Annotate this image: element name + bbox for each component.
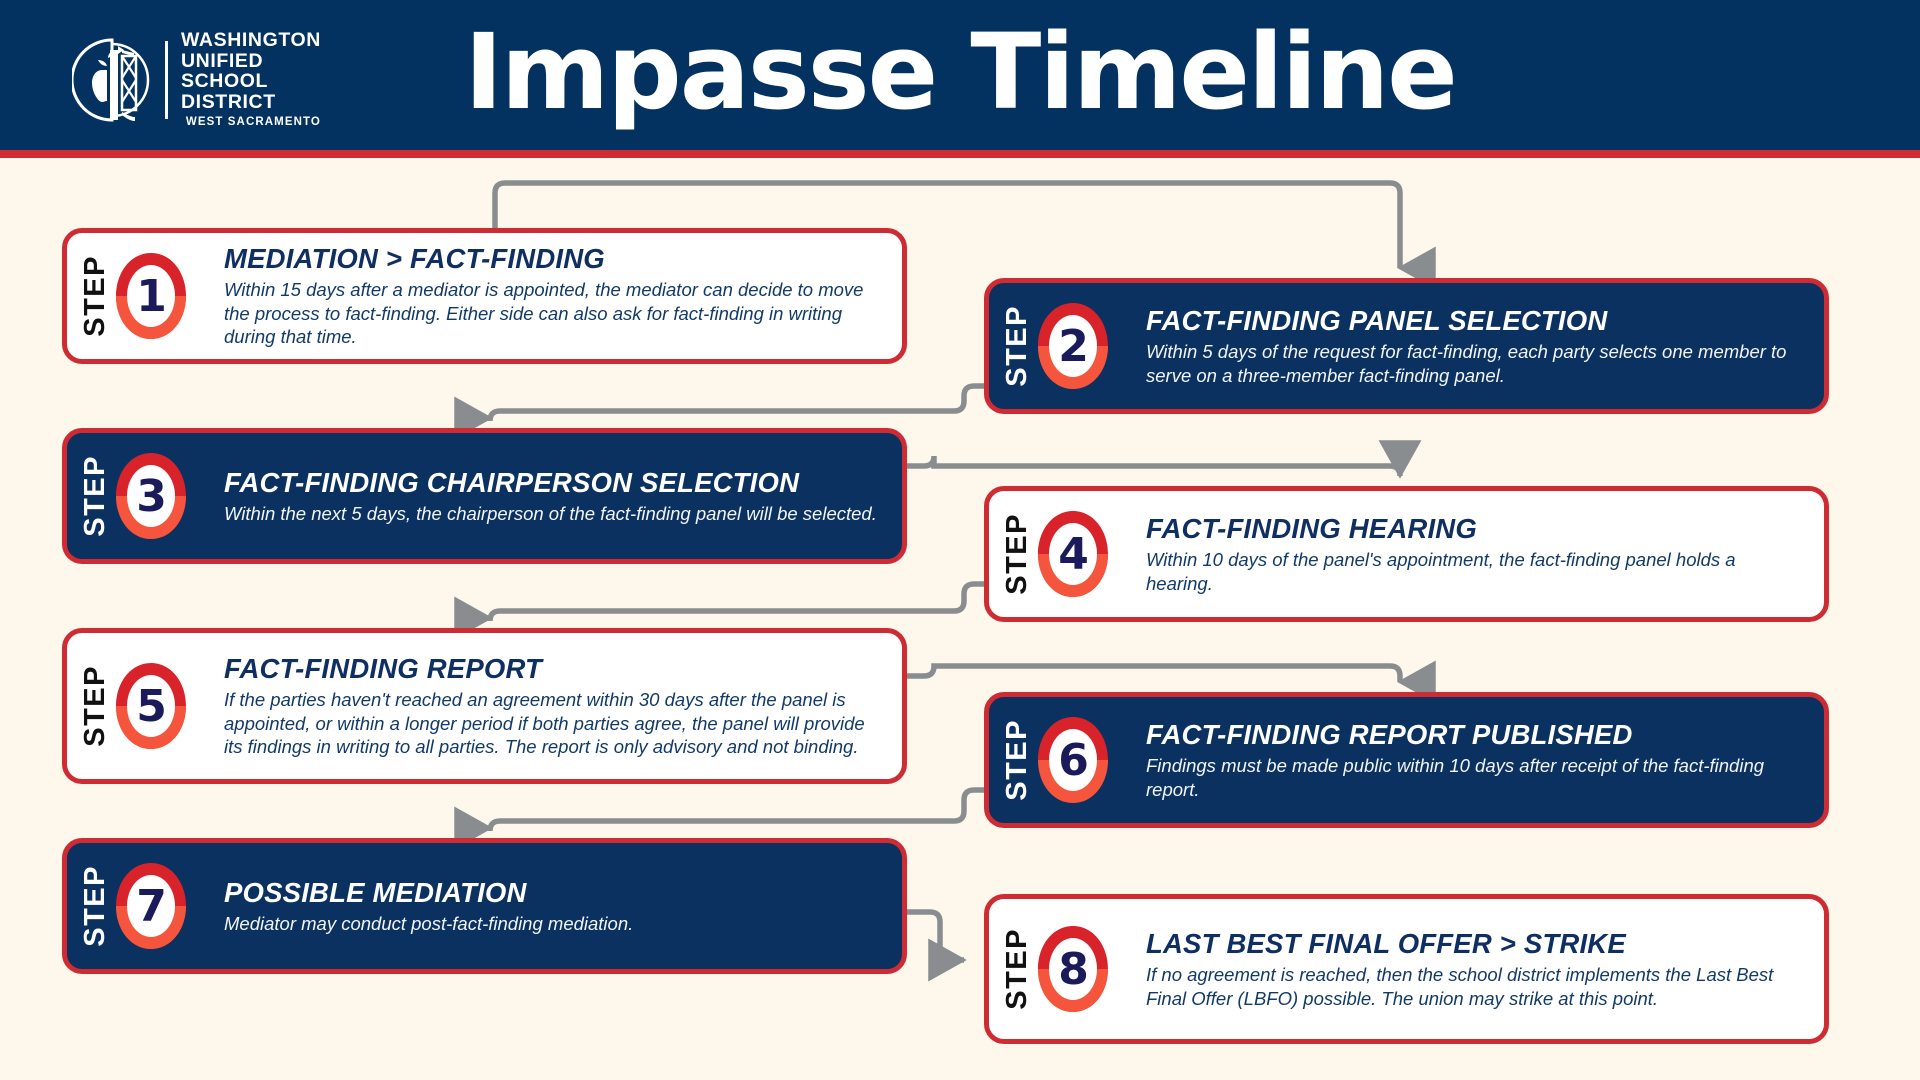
- connector-7-to-8: [907, 909, 967, 982]
- step-number-badge-5: 5: [114, 661, 210, 751]
- step-label-7: STEP: [79, 865, 111, 947]
- step-label-6: STEP: [1001, 719, 1033, 801]
- step-badge-group-1: STEP 1: [79, 251, 210, 341]
- step-title-3: FACT-FINDING CHAIRPERSON SELECTION: [224, 466, 800, 498]
- step-label-1: STEP: [79, 255, 111, 337]
- step-number-badge-8: 8: [1036, 924, 1132, 1014]
- step-label-5: STEP: [79, 665, 111, 747]
- step-number-1: 1: [136, 270, 167, 322]
- step-description-6: Findings must be made public within 10 d…: [1146, 755, 1765, 800]
- step-description-1: Within 15 days after a mediator is appoi…: [224, 279, 864, 348]
- step-badge-group-6: STEP 6: [1001, 715, 1132, 805]
- step-title-1: MEDIATION > FACT-FINDING: [224, 243, 605, 275]
- step-title-5: FACT-FINDING REPORT: [224, 653, 543, 685]
- page-header: WASHINGTON UNIFIED SCHOOL DISTRICT WEST …: [0, 0, 1920, 158]
- step-number-3: 3: [136, 470, 167, 522]
- step-number-badge-7: 7: [114, 861, 210, 951]
- step-label-2: STEP: [1001, 305, 1033, 387]
- step-number-badge-3: 3: [114, 451, 210, 541]
- connector-6-to-7: [454, 787, 984, 850]
- step-label-3: STEP: [79, 455, 111, 537]
- step-badge-group-7: STEP 7: [79, 861, 210, 951]
- step-number-8: 8: [1058, 943, 1089, 995]
- step-body-1: MEDIATION > FACT-FINDING Within 15 days …: [216, 243, 884, 349]
- step-number-4: 4: [1058, 528, 1089, 580]
- step-number-badge-1: 1: [114, 251, 210, 341]
- step-number-7: 7: [136, 880, 167, 932]
- logo-line-2: UNIFIED: [181, 49, 264, 72]
- connector-3-to-4: [907, 454, 1436, 498]
- step-card-5[interactable]: STEP 5 FACT-FINDING REPORT If the partie…: [62, 628, 907, 784]
- step-number-badge-6: 6: [1036, 715, 1132, 805]
- step-card-6[interactable]: STEP 6 FACT-FINDING REPORT PUBLISHED Fin…: [984, 692, 1829, 828]
- step-label-8: STEP: [1001, 928, 1033, 1010]
- step-card-7[interactable]: STEP 7 POSSIBLE MEDIATION Mediator may c…: [62, 838, 907, 974]
- step-number-badge-4: 4: [1036, 509, 1132, 599]
- step-body-8: LAST BEST FINAL OFFER > STRIKE If no agr…: [1138, 928, 1806, 1010]
- step-title-6: FACT-FINDING REPORT PUBLISHED: [1146, 719, 1633, 750]
- step-body-4: FACT-FINDING HEARING Within 10 days of t…: [1138, 513, 1806, 595]
- page-title: Impasse Timeline: [464, 11, 1458, 133]
- step-description-3: Within the next 5 days, the chairperson …: [224, 502, 877, 524]
- logo-line-3: SCHOOL: [181, 70, 269, 92]
- wusd-apple-bridge-emblem-icon: [72, 36, 152, 124]
- step-number-5: 5: [136, 680, 167, 732]
- step-title-4: FACT-FINDING HEARING: [1146, 513, 1477, 544]
- step-number-6: 6: [1058, 734, 1089, 786]
- step-description-7: Mediator may conduct post-fact-finding m…: [224, 912, 634, 934]
- step-number-badge-2: 2: [1036, 301, 1132, 391]
- step-card-3[interactable]: STEP 3 FACT-FINDING CHAIRPERSON SELECTIO…: [62, 428, 907, 564]
- step-card-2[interactable]: STEP 2 FACT-FINDING PANEL SELECTION With…: [984, 278, 1829, 414]
- step-title-8: LAST BEST FINAL OFFER > STRIKE: [1146, 928, 1626, 959]
- step-label-4: STEP: [1001, 513, 1033, 595]
- step-title-2: FACT-FINDING PANEL SELECTION: [1146, 305, 1608, 336]
- step-card-1[interactable]: STEP 1 MEDIATION > FACT-FINDING Within 1…: [62, 228, 907, 364]
- connector-5-to-6: [907, 660, 1436, 704]
- logo-divider: [165, 41, 168, 119]
- logo-subtitle: WEST SACRAMENTO: [185, 116, 321, 128]
- step-description-2: Within 5 days of the request for fact-fi…: [1146, 341, 1787, 386]
- connector-2-to-3: [454, 383, 984, 440]
- step-body-3: FACT-FINDING CHAIRPERSON SELECTION Withi…: [216, 467, 884, 526]
- step-body-2: FACT-FINDING PANEL SELECTION Within 5 da…: [1138, 305, 1806, 387]
- logo-wordmark: WASHINGTON UNIFIED SCHOOL DISTRICT WEST …: [181, 30, 321, 130]
- step-badge-group-5: STEP 5: [79, 661, 210, 751]
- step-badge-group-4: STEP 4: [1001, 509, 1132, 599]
- step-number-2: 2: [1058, 320, 1089, 372]
- step-badge-group-2: STEP 2: [1001, 301, 1132, 391]
- step-description-8: If no agreement is reached, then the sch…: [1146, 964, 1774, 1009]
- step-title-7: POSSIBLE MEDIATION: [224, 876, 527, 908]
- step-body-5: FACT-FINDING REPORT If the parties haven…: [216, 653, 884, 759]
- step-badge-group-8: STEP 8: [1001, 924, 1132, 1014]
- step-body-6: FACT-FINDING REPORT PUBLISHED Findings m…: [1138, 719, 1806, 801]
- logo-line-1: WASHINGTON: [181, 29, 321, 51]
- step-card-4[interactable]: STEP 4 FACT-FINDING HEARING Within 10 da…: [984, 486, 1829, 622]
- district-logo: WASHINGTON UNIFIED SCHOOL DISTRICT WEST …: [72, 30, 321, 130]
- connector-4-to-5: [454, 581, 984, 640]
- step-badge-group-3: STEP 3: [79, 451, 210, 541]
- step-description-4: Within 10 days of the panel's appointmen…: [1146, 549, 1736, 594]
- step-body-7: POSSIBLE MEDIATION Mediator may conduct …: [216, 877, 884, 936]
- logo-line-4: DISTRICT: [181, 90, 276, 113]
- step-description-5: If the parties haven't reached an agreem…: [224, 689, 865, 758]
- step-card-8[interactable]: STEP 8 LAST BEST FINAL OFFER > STRIKE If…: [984, 894, 1829, 1044]
